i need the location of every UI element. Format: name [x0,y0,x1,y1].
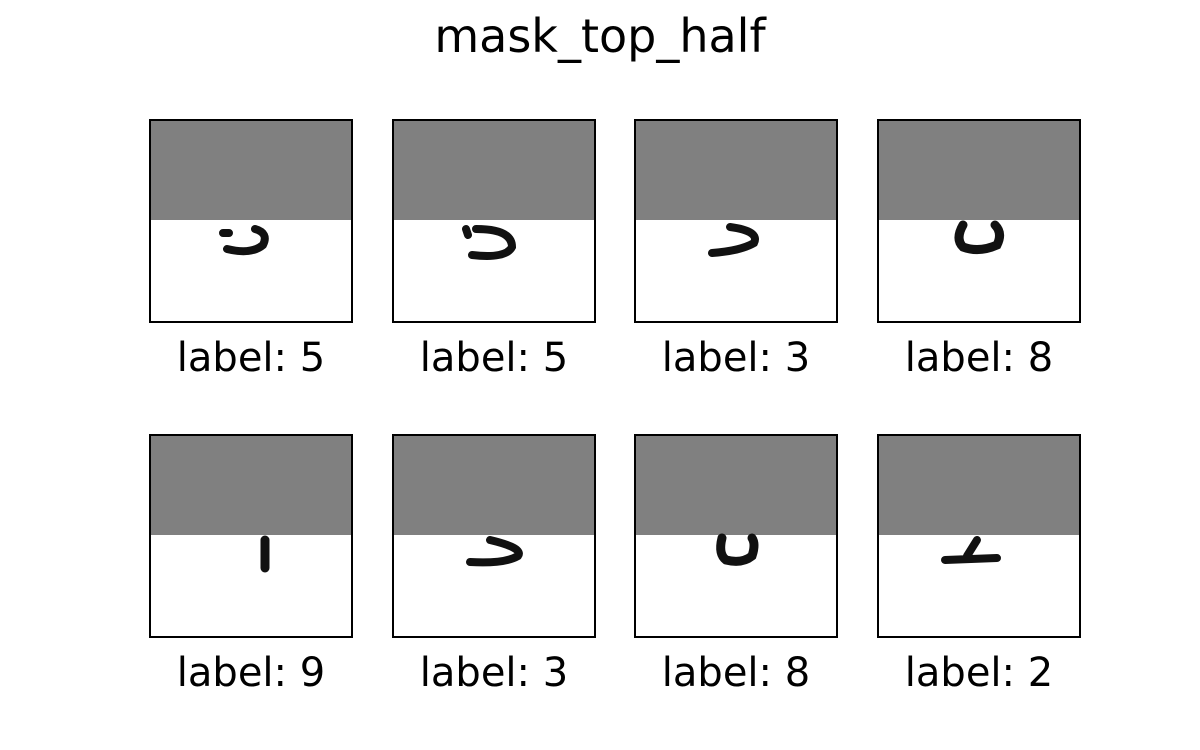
mask-region [879,121,1079,220]
digit-image-panel [392,434,596,638]
digit-image-panel [149,119,353,323]
digit-stroke [219,225,269,256]
masked-digit-image [879,436,1079,564]
digit-image-panel [634,119,838,323]
digit-stroke [954,220,1005,255]
mask-region [636,436,836,535]
digit-stroke [941,536,1001,564]
masked-digit-image [636,121,836,257]
mask-region [879,436,1079,535]
masked-digit-image [636,436,836,566]
digit-image-panel [634,434,838,638]
masked-digit-image [394,121,594,260]
mask-region [394,436,594,535]
figure-title: mask_top_half [434,9,766,63]
digit-stroke [466,536,523,567]
digit-image-panel [149,434,353,638]
digit-stroke [708,223,759,257]
mask-region [151,121,351,220]
digit-stroke [462,225,517,260]
image-label: label: 9 [176,650,326,696]
digit-image-panel [392,119,596,323]
masked-digit-image [151,436,351,573]
image-label: label: 5 [176,335,326,381]
image-label: label: 8 [904,335,1054,381]
image-label: label: 8 [661,650,811,696]
masked-digit-image [151,121,351,256]
masked-digit-image [879,121,1079,255]
mask-region [394,121,594,220]
mask-region [151,436,351,535]
digit-stroke [716,533,759,566]
masked-digit-image [394,436,594,567]
mask-region [636,121,836,220]
image-label: label: 5 [419,335,569,381]
digit-image-panel [877,119,1081,323]
digit-image-panel [877,434,1081,638]
image-label: label: 3 [661,335,811,381]
image-label: label: 3 [419,650,569,696]
image-label: label: 2 [904,650,1054,696]
